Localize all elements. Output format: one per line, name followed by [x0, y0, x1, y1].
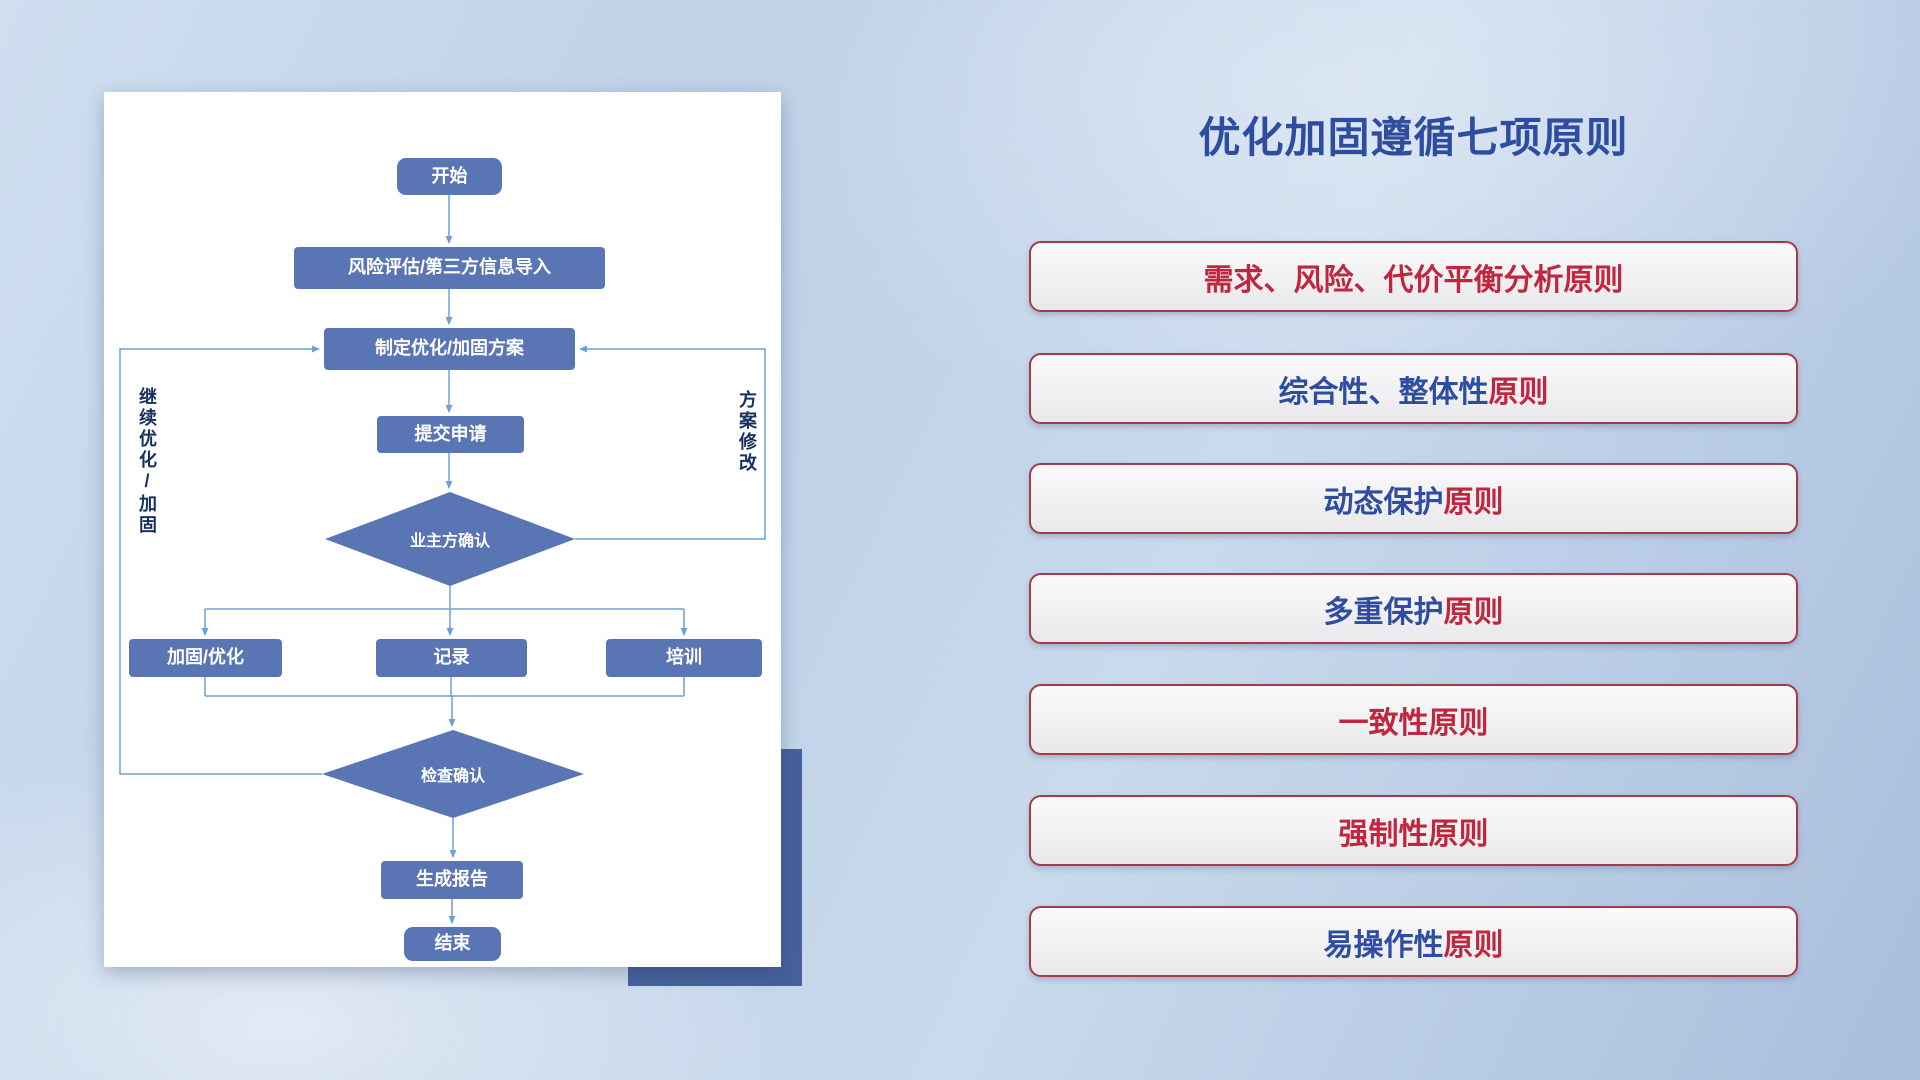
node-generate-report: 生成报告 [381, 861, 523, 899]
flowchart-connectors [119, 195, 766, 924]
right-loop-label: 方案修改 [737, 390, 757, 474]
principle-text: 易操作性 [1323, 928, 1444, 962]
node-harden-optimize: 加固/优化 [129, 639, 282, 677]
node-start: 开始 [397, 158, 502, 195]
node-risk-assessment: 风险评估/第三方信息导入 [294, 247, 605, 289]
flowchart-card: 开始 风险评估/第三方信息导入 制定优化/加固方案 提交申请 业主方确认 加固/… [104, 92, 781, 967]
principle-text-suffix: 原则 [1443, 485, 1504, 519]
node-end: 结束 [404, 927, 501, 961]
check-confirm-diamond [322, 730, 584, 818]
principle-text-suffix: 原则 [1488, 375, 1549, 409]
node-check-confirm-label: 检查确认 [420, 768, 485, 785]
principle-text: 多重保护 [1323, 595, 1444, 629]
principle-text: 强制性原则 [1338, 817, 1489, 851]
principle-box-1: 需求、风险、代价平衡分析原则 [1029, 241, 1798, 312]
principle-text: 综合性、整体性 [1278, 375, 1489, 409]
principle-text: 动态保护 [1323, 485, 1444, 519]
principle-text-suffix: 原则 [1443, 595, 1504, 629]
principle-box-5: 一致性原则 [1029, 684, 1798, 755]
principle-box-3: 动态保护原则 [1029, 463, 1798, 534]
node-owner-confirm-label: 业主方确认 [409, 533, 490, 550]
node-record: 记录 [376, 639, 527, 677]
node-make-plan: 制定优化/加固方案 [324, 328, 575, 370]
page-title: 优化加固遵循七项原则 [1198, 114, 1629, 161]
principle-box-7: 易操作性原则 [1029, 906, 1798, 977]
principle-box-6: 强制性原则 [1029, 795, 1798, 866]
principle-box-2: 综合性、整体性原则 [1029, 353, 1798, 424]
principle-text: 需求、风险、代价平衡分析原则 [1203, 263, 1624, 297]
left-loop-label: 继续优化/加固 [137, 387, 157, 536]
node-training: 培训 [606, 639, 762, 677]
owner-confirm-diamond [325, 492, 575, 586]
principle-box-4: 多重保护原则 [1029, 573, 1798, 644]
principle-text: 一致性原则 [1338, 706, 1489, 740]
node-submit-request: 提交申请 [377, 416, 524, 453]
principle-text-suffix: 原则 [1443, 928, 1504, 962]
